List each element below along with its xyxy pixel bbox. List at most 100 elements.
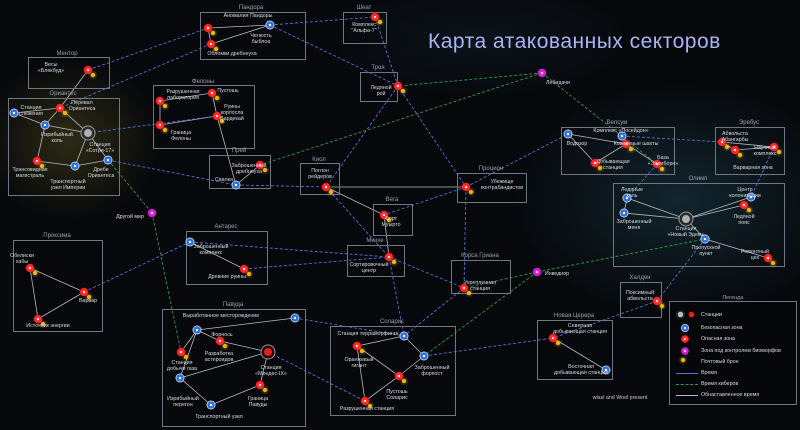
link-pustsol-razrst <box>364 375 400 402</box>
node-fort[interactable] <box>379 210 389 220</box>
link-abvol-nauch <box>721 141 775 148</box>
node-drugoy[interactable] <box>147 208 157 218</box>
region-box-felony <box>153 85 255 149</box>
node-remont[interactable] <box>763 253 773 263</box>
link-obelis-varvr <box>29 267 85 293</box>
node-anom[interactable] <box>203 23 213 33</box>
node-kovel[interactable] <box>621 139 631 149</box>
link-perev-ster <box>13 107 61 114</box>
node-label: Варварная зона <box>733 165 773 171</box>
node-propusk[interactable] <box>700 234 710 244</box>
node-nauch[interactable] <box>769 142 779 152</box>
node-razrab[interactable] <box>215 336 225 346</box>
region-box-solaris <box>330 326 456 416</box>
node-ruiny[interactable] <box>212 111 222 121</box>
node-varvar[interactable] <box>730 145 740 155</box>
node-transimp[interactable] <box>70 161 80 171</box>
node-granf[interactable] <box>155 120 165 130</box>
link-varvar-nauch <box>734 146 775 151</box>
link-ubezh-ukr <box>463 186 467 289</box>
node-pustsol[interactable] <box>394 371 404 381</box>
point-marker <box>738 153 742 157</box>
link-severn-vostoch <box>552 337 607 371</box>
node-vodzor[interactable] <box>563 129 573 139</box>
node-severn[interactable] <box>548 333 558 343</box>
node-transm[interactable] <box>32 156 42 166</box>
link-oranzh-pustsol <box>356 345 400 377</box>
node-zabrm[interactable] <box>619 208 629 218</box>
node-oranzh[interactable] <box>352 341 362 351</box>
node-ledpol[interactable] <box>739 200 749 210</box>
node-centr[interactable] <box>746 192 756 202</box>
node-poglo[interactable] <box>321 182 331 192</box>
node-drevr[interactable] <box>239 264 249 274</box>
node-istochn[interactable] <box>33 314 43 324</box>
node-drebor[interactable] <box>103 155 113 165</box>
node-transuz[interactable] <box>206 400 216 410</box>
legend-row-stations: Станции <box>674 310 794 320</box>
node-obelis[interactable] <box>25 263 35 273</box>
node-varvr[interactable] <box>79 287 89 297</box>
node-svyaz[interactable] <box>231 180 241 190</box>
node-chelu[interactable] <box>265 20 275 30</box>
node-stgaz[interactable] <box>176 347 186 357</box>
node-granpav[interactable] <box>255 380 265 390</box>
node-oblo[interactable] <box>206 39 216 49</box>
node-zabrk[interactable] <box>185 237 195 247</box>
region-box-kiol <box>300 163 340 195</box>
node-zabro[interactable] <box>255 160 265 170</box>
link-zabrm-stnov <box>623 212 687 220</box>
node-ledtroya[interactable] <box>393 81 403 91</box>
station-icon <box>676 310 685 319</box>
node-posedon[interactable] <box>617 131 627 141</box>
node-inved[interactable] <box>532 267 542 277</box>
node-razrl[interactable] <box>155 96 165 106</box>
node-poksm[interactable] <box>652 296 662 306</box>
node-perev[interactable] <box>55 103 65 113</box>
node-abvol[interactable] <box>717 137 727 147</box>
node-stmend[interactable] <box>260 344 276 360</box>
node-stterra[interactable] <box>399 331 409 341</box>
node-sortir[interactable] <box>384 252 394 262</box>
node-izrper[interactable] <box>175 373 185 383</box>
link-ster-izriv <box>13 112 46 126</box>
node-dobyv[interactable] <box>590 158 600 168</box>
legend-title: Легенда <box>722 295 744 301</box>
node-vostoch[interactable] <box>601 365 611 375</box>
link-drugoy-stgaz <box>151 212 182 353</box>
node-fornos[interactable] <box>192 325 202 335</box>
point-marker <box>771 261 775 265</box>
node-razrst[interactable] <box>360 396 370 406</box>
node-stnov[interactable] <box>678 211 694 227</box>
link-anom-chelu <box>207 24 271 29</box>
node-ubezh[interactable] <box>461 182 471 192</box>
node-izriv[interactable] <box>40 120 50 130</box>
link-ledkol-stnov <box>626 197 687 220</box>
point-marker <box>263 388 267 392</box>
region-name: Прей <box>231 148 247 154</box>
node-ukr[interactable] <box>459 283 469 293</box>
node-alfa7[interactable] <box>370 12 380 22</box>
node-label: Ковеленые шахты <box>613 141 659 147</box>
node-zabrv[interactable] <box>419 351 429 361</box>
node-baza[interactable] <box>652 159 662 169</box>
legend-label: Станции <box>701 312 723 318</box>
link-bezh-perev <box>59 69 89 109</box>
point-marker <box>263 168 267 172</box>
link-alfa7-ledtroya <box>374 16 399 87</box>
node-ster[interactable] <box>9 108 19 118</box>
node-sofor[interactable] <box>80 125 96 141</box>
region-name: Мезхе <box>366 238 384 244</box>
node-lebid[interactable] <box>537 68 547 78</box>
node-vyrab[interactable] <box>290 313 300 323</box>
link-poksm-severn <box>552 300 658 339</box>
node-ledkol[interactable] <box>622 193 632 203</box>
region-box-vepsum <box>561 127 675 175</box>
node-bezh[interactable] <box>83 65 93 75</box>
node-pust[interactable] <box>207 88 217 98</box>
point-marker <box>368 404 372 408</box>
legend-row-danger: Опасная зона <box>674 334 794 344</box>
